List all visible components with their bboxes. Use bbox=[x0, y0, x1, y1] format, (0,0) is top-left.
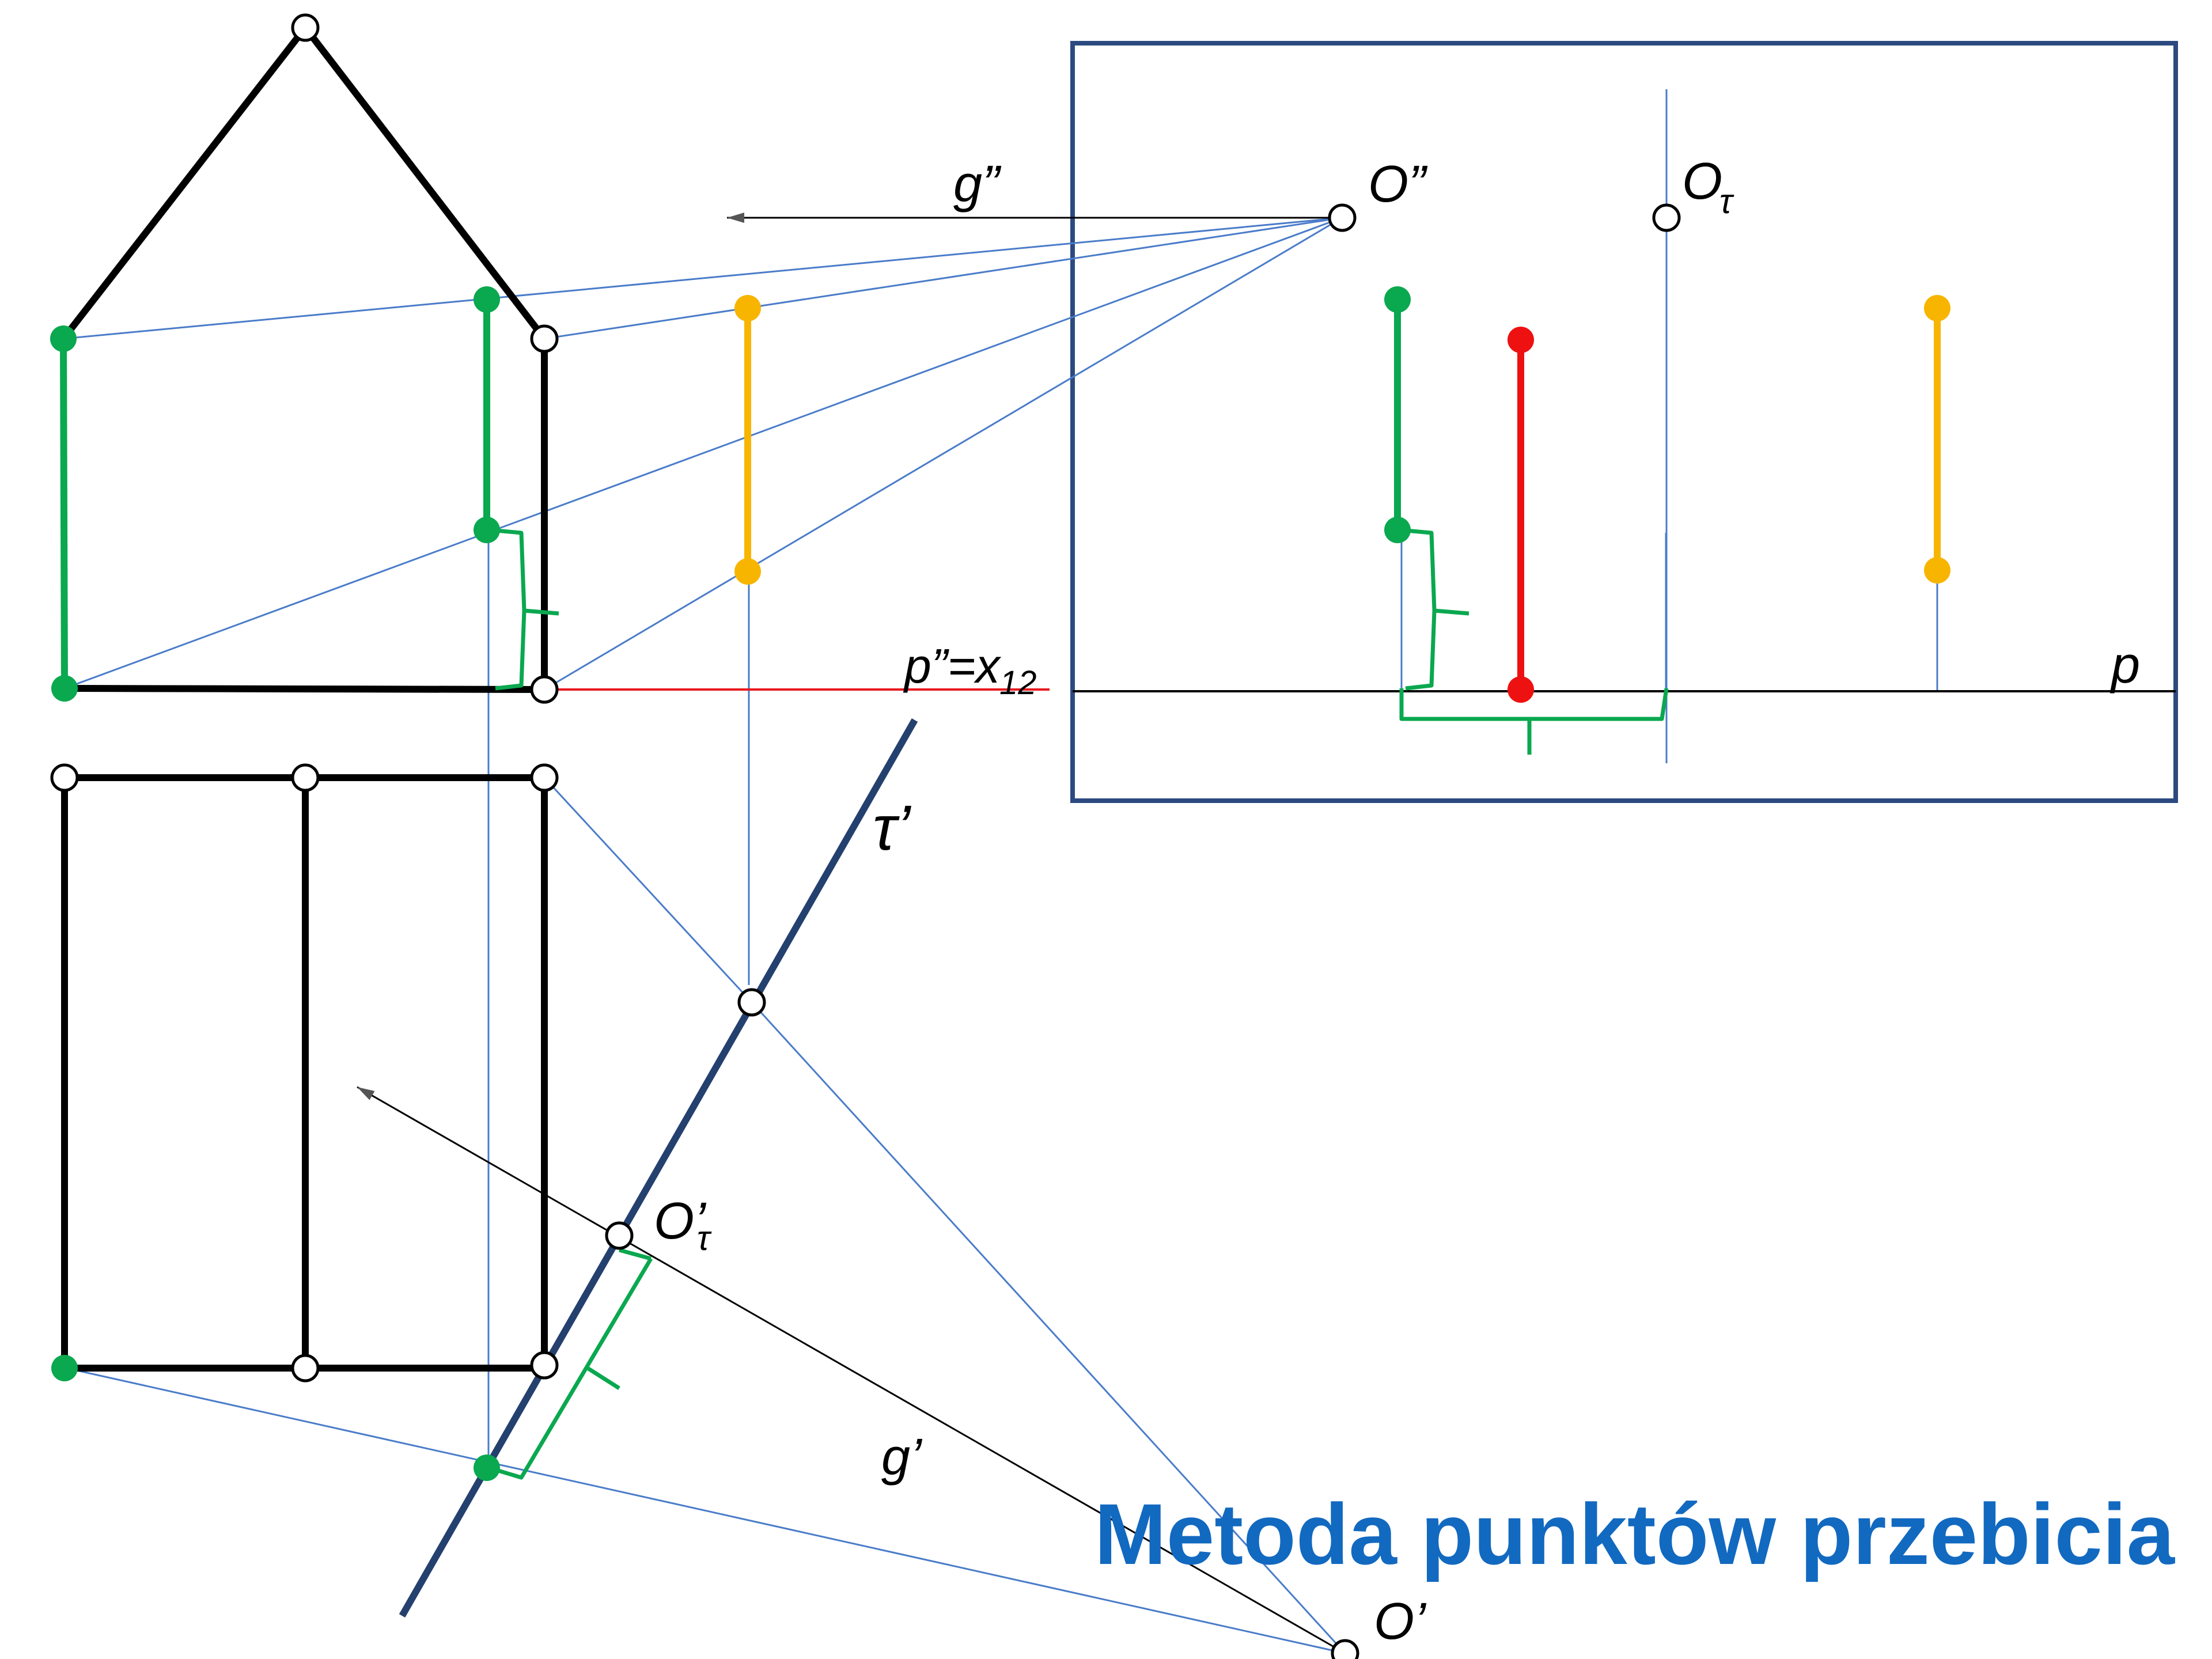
house-elevation-green-edge bbox=[60, 338, 68, 689]
label-O-single: O’ bbox=[1374, 1593, 1427, 1650]
page-title: Metoda punktów przebicia bbox=[1094, 1486, 2176, 1582]
label-O-prime-tau: O’ bbox=[654, 1192, 707, 1250]
label-g-single: g’ bbox=[881, 1429, 923, 1486]
label-O-double: O” bbox=[1368, 156, 1428, 213]
label-tau-prime: τ’ bbox=[873, 793, 911, 863]
label-O-prime-tau-sub: τ bbox=[697, 1219, 712, 1257]
label-O-tau-sub: τ bbox=[1719, 182, 1734, 221]
label-p: p bbox=[2109, 637, 2140, 694]
label-p-double-x: p”=x bbox=[903, 639, 1002, 693]
colored-points bbox=[50, 286, 1950, 1481]
construction-lines bbox=[63, 89, 1938, 1654]
measure-brackets bbox=[489, 528, 1669, 1480]
trace-tau-line bbox=[399, 718, 918, 1618]
picture-plane-frame bbox=[1070, 41, 2178, 803]
label-p-double-x-sub: 12 bbox=[999, 664, 1037, 702]
label-g-double: g” bbox=[953, 156, 1002, 213]
label-O-tau: O bbox=[1682, 153, 1722, 210]
hollow-points bbox=[50, 13, 1681, 1659]
house-plan bbox=[61, 774, 548, 1372]
direction-line-g-single bbox=[357, 1086, 1346, 1654]
house-elevation bbox=[60, 24, 548, 693]
